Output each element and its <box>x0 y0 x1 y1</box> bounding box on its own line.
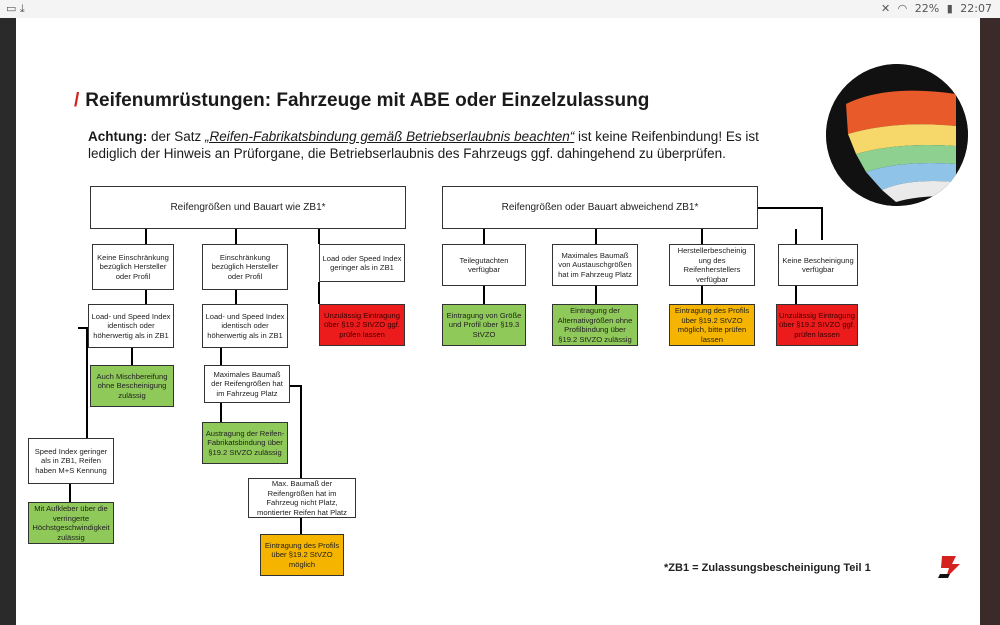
flowchart-connectors <box>69 207 823 534</box>
node-manufacturer-cert: Herstellerbescheinig ung des Reifenherst… <box>669 244 755 286</box>
status-bar: ▭ ⤓ ✕ ◠ 22% ▮ 22:07 <box>0 0 1000 18</box>
node-restriction: Einschränkung bezüglich Hersteller oder … <box>202 244 288 290</box>
node-max-size-fits: Maximales Baumaß der Reifengrößen hat im… <box>204 365 290 403</box>
slide: /Reifenumrüstungen: Fahrzeuge mit ABE od… <box>16 18 980 625</box>
battery-icon: ▮ <box>946 2 953 15</box>
background-left <box>0 18 16 625</box>
title-slash: / <box>74 90 80 111</box>
node-profile-entry: Eintragung des Profils über §19.2 StVZO … <box>260 534 344 576</box>
left-header-box: Reifengrößen und Bauart wie ZB1* <box>90 186 406 229</box>
slide-title: /Reifenumrüstungen: Fahrzeuge mit ABE od… <box>74 90 650 111</box>
background-right <box>980 18 1000 625</box>
node-no-cert: Keine Bescheinigung verfügbar <box>778 244 858 286</box>
node-not-allowed-right: Unzulässig Eintragung über §19.2 StVZO g… <box>776 304 858 346</box>
status-right: ✕ ◠ 22% ▮ 22:07 <box>877 2 992 15</box>
node-mixed-allowed: Auch Mischbereifung ohne Bescheinigung z… <box>90 365 174 407</box>
node-index-equal-mid: Load- und Speed Index identisch oder höh… <box>202 304 288 348</box>
node-not-allowed-left: Unzulässig Eintragung über §19.2 StVZO g… <box>319 304 405 346</box>
clock: 22:07 <box>960 2 992 15</box>
node-index-lower: Load oder Speed Index geringer als in ZB… <box>319 244 405 282</box>
node-no-restriction: Keine Einschränkung bezüglich Hersteller… <box>92 244 174 290</box>
node-speed-ms: Speed Index geringer als in ZB1, Reifen … <box>28 438 114 484</box>
node-entry-profile-check: Eintragung des Profils über §19.2 StVZO … <box>669 304 755 346</box>
bridgestone-logo-icon <box>938 556 960 578</box>
node-alt-size-fits: Maximales Baumaß von Austauschgrößen hat… <box>552 244 638 286</box>
right-header-box: Reifengrößen oder Bauart abweichend ZB1* <box>442 186 758 229</box>
node-part-report: Teilegutachten verfügbar <box>442 244 526 286</box>
warning-note: Achtung: der Satz „Reifen-Fabrikatsbindu… <box>88 129 759 161</box>
tire-cutaway-icon <box>826 64 968 206</box>
tire-image <box>826 64 968 206</box>
node-entry-size-profile: Eintragung von Größe und Profil über §19… <box>442 304 526 346</box>
node-index-equal-left: Load- und Speed Index identisch oder höh… <box>88 304 174 348</box>
footnote: *ZB1 = Zulassungsbescheinigung Teil 1 <box>664 562 871 574</box>
node-remove-binding: Austragung der Reifen-Fabrikatsbindung ü… <box>202 422 288 464</box>
notification-icons: ▭ ⤓ <box>6 2 25 15</box>
mute-icon: ✕ <box>880 2 891 15</box>
battery-level: 22% <box>914 2 940 15</box>
node-sticker-allowed: Mit Aufkleber über die verringerte Höchs… <box>28 502 114 544</box>
node-entry-alt-sizes: Eintragung der Alternativgrößen ohne Pro… <box>552 304 638 346</box>
wifi-icon: ◠ <box>897 2 908 15</box>
node-max-size-not-fit: Max. Baumaß der Reifengrößen hat im Fahr… <box>248 478 356 518</box>
